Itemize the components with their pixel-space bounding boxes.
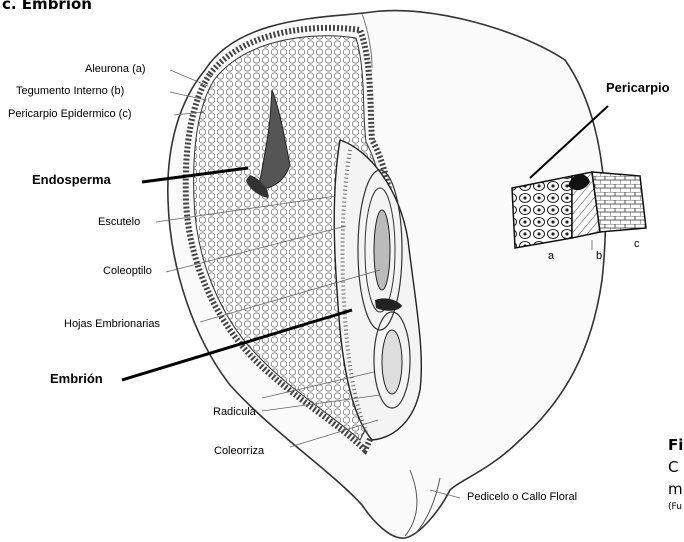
label-escutelo: Escutelo (98, 216, 140, 229)
pericarp-inset (512, 172, 646, 248)
label-pedicelo: Pedicelo o Callo Floral (467, 491, 577, 504)
label-tegumento-interno: Tegumento Interno (b) (16, 85, 124, 98)
label-embrion: Embrión (50, 371, 103, 386)
caption-line-1: Fi (668, 436, 683, 454)
label-inset-c: c (634, 238, 640, 251)
label-inset-a: a (548, 250, 554, 263)
label-pericarpio-epidermico: Pericarpio Epidermico (c) (8, 108, 131, 121)
label-endosperma: Endosperma (32, 172, 111, 187)
label-coleoptilo: Coleoptilo (103, 265, 152, 278)
section-heading: c. Embrión (2, 0, 92, 13)
label-hojas-embrionarias: Hojas Embrionarias (64, 318, 160, 331)
caption-line-4: (Fu (668, 502, 682, 512)
caption-line-3: m (668, 480, 683, 498)
label-radicula: Radicula (213, 406, 256, 419)
label-pericarpio: Pericarpio (606, 80, 670, 95)
caption-line-2: C (668, 458, 678, 476)
label-coleorriza: Coleorriza (214, 445, 264, 458)
label-inset-b: b (596, 250, 602, 263)
label-aleurona: Aleurona (a) (85, 63, 146, 76)
